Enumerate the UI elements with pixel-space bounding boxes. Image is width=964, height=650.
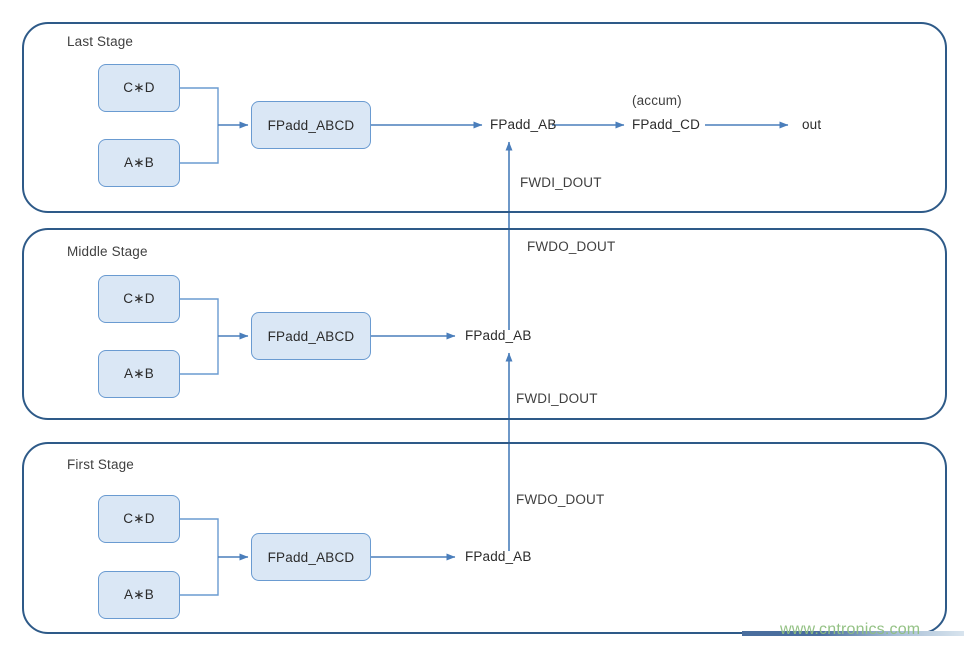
stage-container-first <box>22 442 947 634</box>
stage-title-middle: Middle Stage <box>67 244 148 259</box>
node-fpadd-ab-first: FPadd_AB <box>465 549 532 564</box>
edge-ab-to-junction-first <box>180 557 219 596</box>
watermark-text: www.cntronics.com <box>780 621 921 638</box>
adder-box-first[interactable]: FPadd_ABCD <box>251 533 371 581</box>
mul-box-ab-first[interactable]: A∗B <box>98 571 180 619</box>
adder-box-middle[interactable]: FPadd_ABCD <box>251 312 371 360</box>
node-fpadd-cd: FPadd_CD <box>632 117 700 132</box>
accum-note-label: (accum) <box>632 93 682 108</box>
stage-container-last <box>22 22 947 213</box>
node-fpadd-ab-middle: FPadd_AB <box>465 328 532 343</box>
node-fpadd-ab-last: FPadd_AB <box>490 117 557 132</box>
edge-cd-to-junction-first <box>180 518 219 557</box>
watermark-bar <box>742 631 964 636</box>
edge-label-fwdo-middle: FWDO_DOUT <box>527 239 616 254</box>
edge-label-fwdo-first: FWDO_DOUT <box>516 492 605 507</box>
mul-box-cd-middle[interactable]: C∗D <box>98 275 180 323</box>
mul-box-ab-last[interactable]: A∗B <box>98 139 180 187</box>
stage-title-first: First Stage <box>67 457 134 472</box>
node-out: out <box>802 117 822 132</box>
edge-cd-to-junction-last <box>180 87 219 125</box>
stage-title-last: Last Stage <box>67 34 134 49</box>
stage-container-middle <box>22 228 947 420</box>
mul-box-cd-last[interactable]: C∗D <box>98 64 180 112</box>
mul-box-ab-middle[interactable]: A∗B <box>98 350 180 398</box>
mul-box-cd-first[interactable]: C∗D <box>98 495 180 543</box>
adder-box-last[interactable]: FPadd_ABCD <box>251 101 371 149</box>
edge-label-fwdi-middle: FWDI_DOUT <box>516 391 598 406</box>
edge-label-fwdi-last: FWDI_DOUT <box>520 175 602 190</box>
edge-ab-to-junction-last <box>180 125 219 164</box>
edge-cd-to-junction-middle <box>180 298 219 336</box>
edge-ab-to-junction-middle <box>180 336 219 375</box>
